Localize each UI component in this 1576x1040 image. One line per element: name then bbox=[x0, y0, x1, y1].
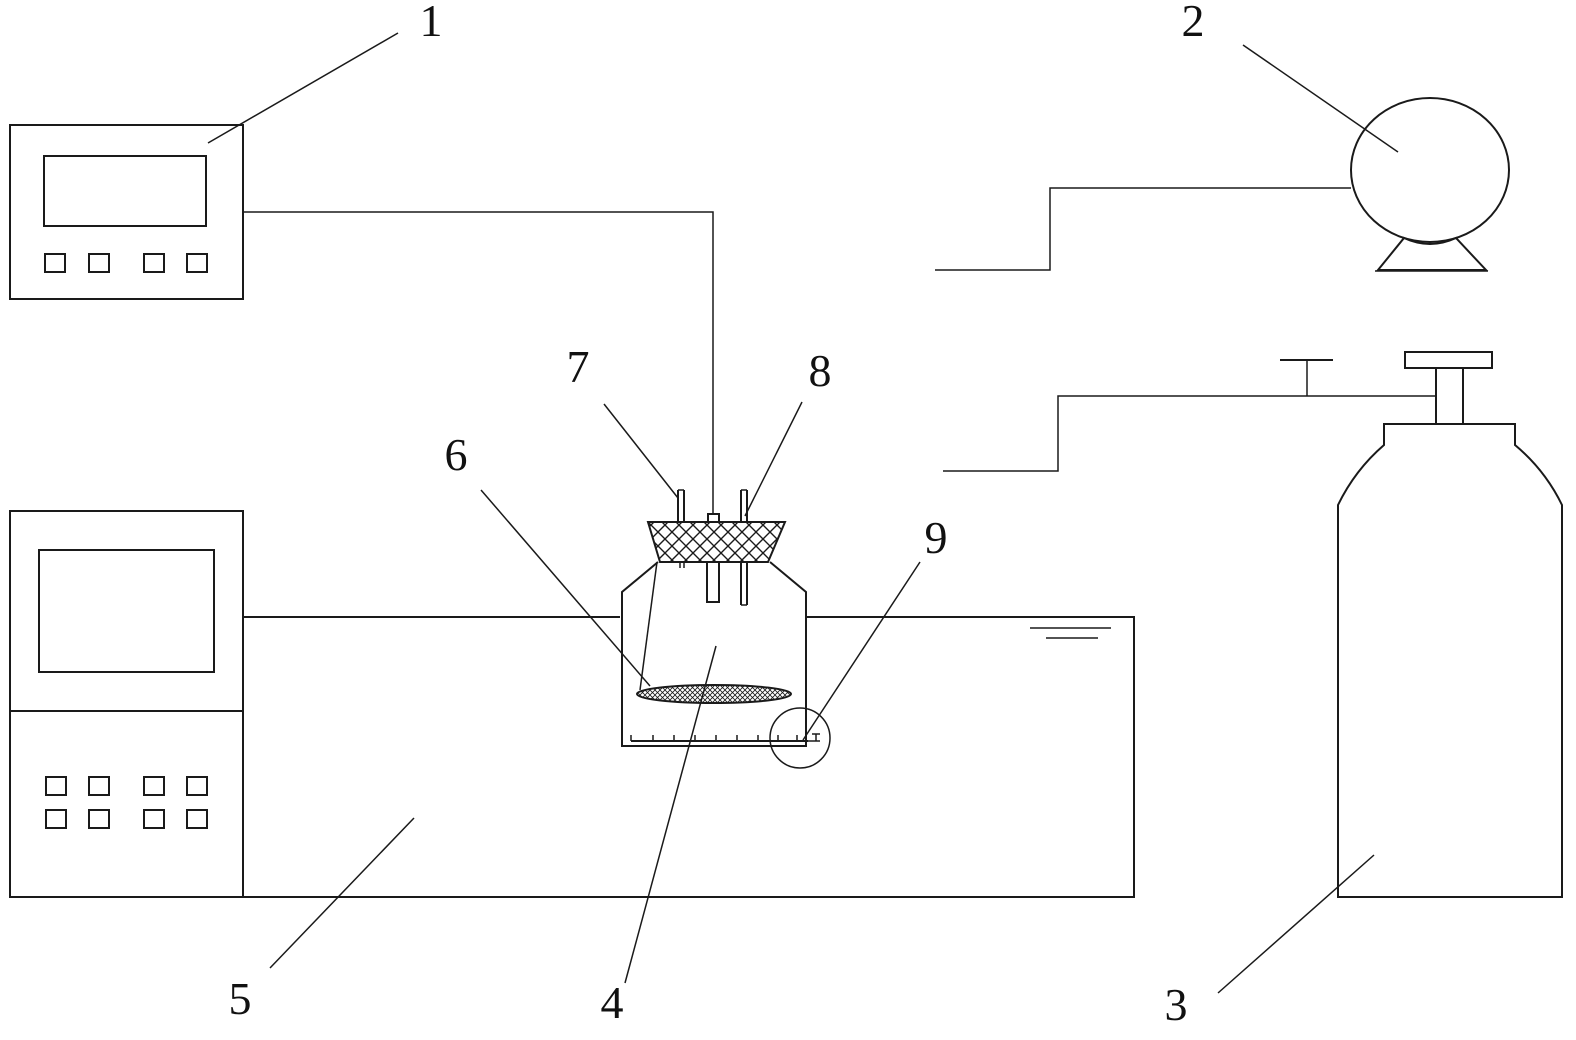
mesh-basket bbox=[636, 684, 792, 704]
label-9: 9 bbox=[925, 512, 948, 563]
label-7: 7 bbox=[567, 341, 590, 392]
reaction-bottle bbox=[621, 489, 831, 769]
water-bath bbox=[9, 510, 1135, 898]
controller-screen bbox=[43, 155, 207, 227]
air-pump bbox=[935, 97, 1510, 272]
stopper bbox=[646, 521, 787, 563]
controller-button bbox=[186, 253, 208, 273]
cylinder-valve-stem bbox=[1435, 367, 1464, 425]
cylinder-valve-cap bbox=[1404, 351, 1493, 369]
detail-circle bbox=[769, 707, 831, 769]
gas-cylinder bbox=[943, 351, 1563, 898]
gas-line bbox=[943, 395, 1436, 472]
probe-cap bbox=[707, 513, 720, 523]
label-1: 1 bbox=[420, 0, 443, 46]
label-2: 2 bbox=[1182, 0, 1205, 46]
leader-lines bbox=[207, 32, 1399, 994]
label-8: 8 bbox=[809, 345, 832, 396]
pump-air-line bbox=[935, 187, 1351, 271]
label-6: 6 bbox=[445, 429, 468, 480]
label-3: 3 bbox=[1165, 979, 1188, 1030]
bath-screen bbox=[38, 549, 215, 673]
label-5: 5 bbox=[229, 973, 252, 1024]
controller-button bbox=[44, 253, 66, 273]
controller-cable bbox=[243, 211, 714, 514]
bath-control-panel bbox=[9, 710, 244, 898]
controller-button bbox=[143, 253, 165, 273]
label-4: 4 bbox=[601, 977, 624, 1028]
probe-rod bbox=[706, 561, 720, 603]
controller-unit bbox=[9, 124, 244, 300]
controller-button bbox=[88, 253, 110, 273]
